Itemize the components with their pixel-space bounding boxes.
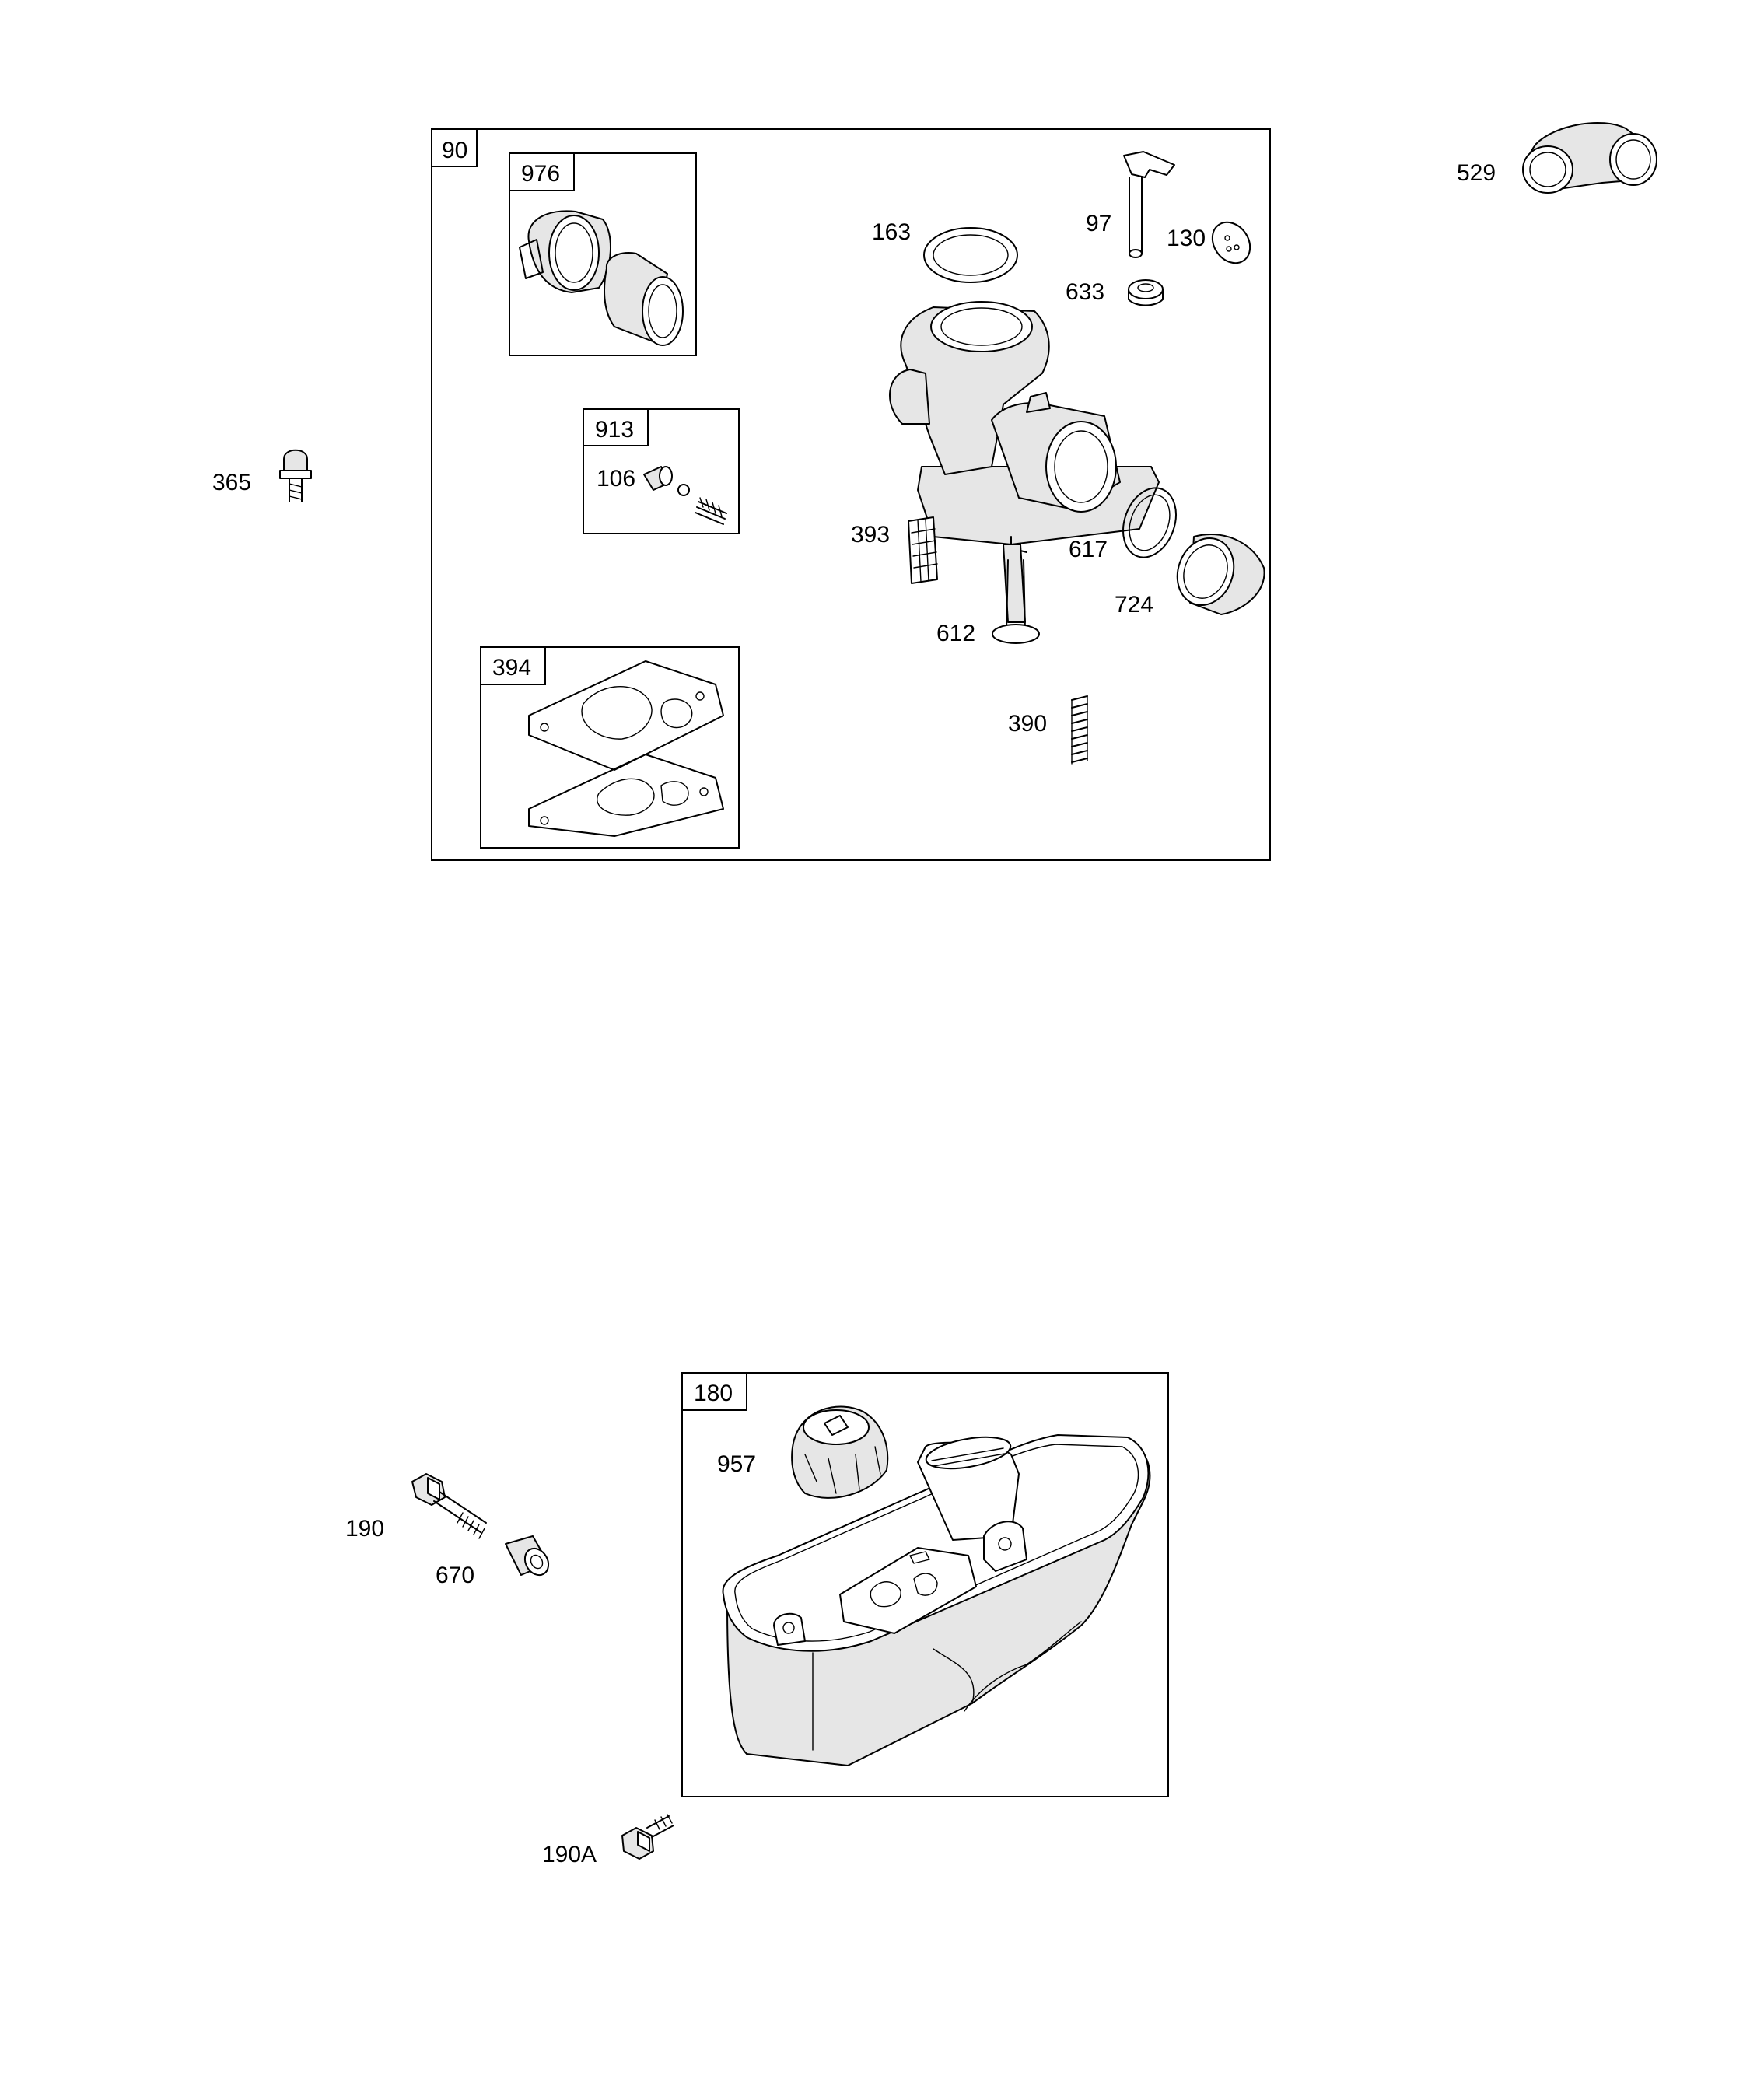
part-365-label: 365 (212, 470, 251, 495)
choke-shaft-part (1123, 151, 1175, 258)
group-180-frame: 180 (681, 1372, 1169, 1797)
carb-screw-part (279, 449, 312, 502)
choke-seal-part (1128, 279, 1164, 306)
part-670-label: 670 (436, 1563, 474, 1588)
choke-plate-part (1211, 221, 1251, 264)
part-97-label: 97 (1086, 211, 1111, 236)
part-529-label: 529 (1457, 160, 1496, 186)
air-horn-clamp-part (519, 210, 611, 293)
air-horn-tube-part (604, 252, 684, 346)
pickup-tube-part (992, 559, 1040, 644)
part-724-label: 724 (1115, 592, 1153, 618)
intake-gasket-part (1122, 487, 1177, 558)
group-913: 913 106 (583, 408, 740, 534)
float-bowl-gasket-part (923, 227, 1018, 283)
part-633-label: 633 (1066, 279, 1104, 305)
group-394: 394 (480, 646, 740, 849)
part-130-label: 130 (1167, 226, 1206, 251)
part-190-label: 190 (345, 1516, 384, 1542)
part-393-label: 393 (851, 522, 890, 548)
filter-cup-part (1176, 533, 1265, 615)
diaphragm-spring-part (1071, 695, 1088, 765)
part-617-label: 617 (1069, 537, 1108, 562)
group-976: 976 (509, 152, 697, 356)
part-390-label: 390 (1008, 711, 1047, 737)
elbow-hose-part (1522, 121, 1657, 194)
fuel-pump-gasket-part (528, 754, 724, 837)
fuel-tank-part (722, 1434, 1151, 1766)
spacer-part (505, 1535, 550, 1577)
part-957-label: 957 (717, 1451, 756, 1477)
tank-screw-part (621, 1814, 674, 1860)
group-976-label: 976 (521, 161, 560, 187)
diaphragm-gasket-part (528, 660, 724, 771)
check-ball-part (677, 484, 690, 496)
fuel-cap-part (791, 1405, 889, 1499)
group-90-label: 90 (442, 138, 467, 163)
group-394-label: 394 (492, 655, 531, 681)
part-163-label: 163 (872, 219, 911, 245)
group-90-frame: 90 (431, 128, 1271, 861)
part-106-label: 106 (597, 466, 635, 492)
small-spring-part (695, 497, 727, 525)
part-190a-label: 190A (542, 1842, 597, 1867)
carburetor-body-part (889, 301, 1160, 623)
fuel-screen-part (908, 516, 938, 584)
tank-bolt-part (411, 1473, 487, 1539)
group-913-label: 913 (595, 417, 634, 443)
needle-seat-part (643, 466, 673, 491)
group-180-label: 180 (694, 1381, 733, 1406)
part-612-label: 612 (936, 621, 975, 646)
